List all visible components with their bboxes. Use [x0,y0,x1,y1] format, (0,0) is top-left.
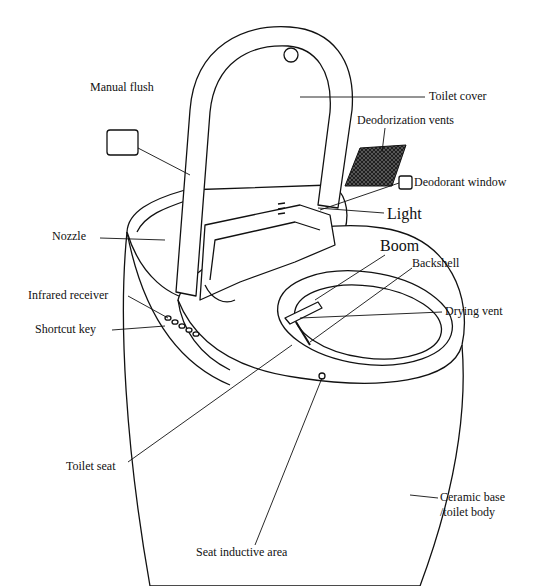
part-label: Manual flush [90,80,154,95]
part-label: Backshell [412,256,459,271]
boom [285,302,322,324]
deodorization-vents [345,145,406,186]
leader-line [128,296,168,318]
part-label: Deodorization vents [357,113,454,128]
leader-line [310,268,412,342]
bowl-inner [290,276,447,368]
leader-line [128,345,292,462]
part-label: Drying vent [445,304,503,319]
module-edge [205,285,235,302]
part-label: Toilet seat [66,459,115,474]
leader-line [138,148,190,175]
part-label: Infrared receiver [28,288,108,303]
seat-opening [271,260,458,376]
leader-line [255,378,322,545]
leader-line [100,238,165,240]
part-label: Toilet cover [429,89,486,104]
manual-flush-button [107,130,138,155]
deodorant-window-box [399,176,412,189]
leader-line [300,312,442,318]
part-label: Deodorant window [414,175,506,190]
leader-line [318,208,384,213]
shortcut-button [172,320,178,324]
leader-line [410,495,438,498]
nozzle [296,322,310,345]
shortcut-button [179,324,185,328]
part-label: Nozzle [52,229,86,244]
leader-line [382,128,385,152]
leader-line [112,326,165,330]
leader-line [300,97,425,98]
light-marks [278,203,285,214]
cover-hinge-ring [284,48,298,62]
toilet-cover [176,27,352,296]
part-label: Seat inductive area [196,545,287,560]
part-label: Ceramic base /toilet body [440,490,524,520]
part-label: Light [387,204,422,224]
module-panel [210,222,320,280]
seat-module [200,205,335,300]
shortcut-button [193,332,199,336]
part-label: Shortcut key [35,322,96,337]
leader-line [315,255,385,300]
shortcut-button [186,328,192,332]
seat-side [178,300,230,370]
part-label: Boom [380,236,419,256]
